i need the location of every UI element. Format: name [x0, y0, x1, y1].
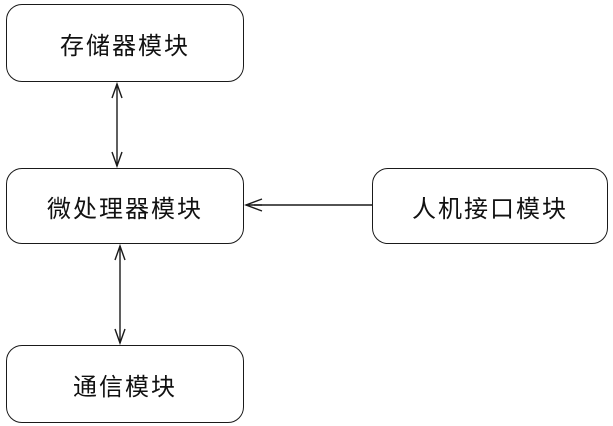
edge-processor-comm: [115, 246, 125, 343]
edge-storage-processor: [112, 84, 122, 166]
storage-module-box: 存储器模块: [6, 4, 244, 82]
microprocessor-module-box: 微处理器模块: [6, 168, 244, 244]
microprocessor-module-label: 微处理器模块: [47, 189, 203, 224]
storage-module-label: 存储器模块: [60, 26, 190, 61]
edge-hmi-processor: [246, 199, 372, 211]
hmi-module-box: 人机接口模块: [372, 168, 608, 244]
hmi-module-label: 人机接口模块: [412, 189, 568, 224]
communication-module-label: 通信模块: [73, 367, 177, 402]
communication-module-box: 通信模块: [6, 345, 244, 423]
